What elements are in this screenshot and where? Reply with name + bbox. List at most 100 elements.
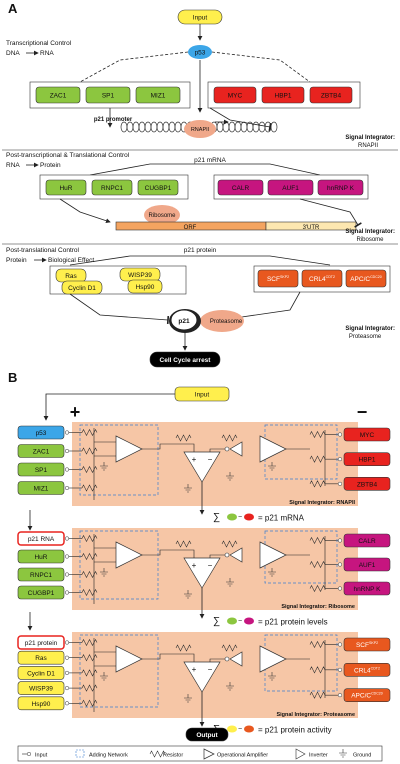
ground — [268, 568, 276, 577]
op-amp — [115, 645, 143, 673]
resistor — [81, 428, 98, 437]
proteasome-label: Proteasome — [210, 319, 243, 325]
left-node: WISP39 — [17, 681, 65, 695]
node-label: HuR — [34, 554, 47, 561]
sum-term — [227, 617, 237, 625]
stabilizer-node: Hsp90 — [127, 279, 163, 294]
wire — [142, 443, 195, 452]
right-node: APC/CCDC20 — [343, 688, 391, 702]
repressor-node: hnRNP K — [317, 179, 364, 196]
node-shape — [85, 86, 131, 104]
node-label: SP1 — [35, 467, 48, 474]
legend-inverter-icon — [295, 748, 306, 760]
ground — [268, 672, 276, 681]
node-shape — [343, 427, 391, 442]
resistor — [309, 691, 326, 699]
circuit-background — [72, 422, 358, 506]
node-label: Ras — [65, 273, 77, 280]
activator-arrow — [59, 198, 111, 224]
node-shape — [343, 452, 391, 466]
proteasome-blob — [200, 310, 244, 332]
resistor — [149, 750, 166, 758]
sum-minus: − — [238, 514, 242, 521]
input-node: Input — [174, 386, 230, 402]
node-shape — [217, 179, 264, 196]
resistor — [175, 540, 192, 548]
op-amp — [115, 435, 143, 463]
input-node: Input — [177, 9, 223, 25]
dna-coil — [132, 121, 140, 133]
op-amp — [203, 748, 215, 760]
repressor-node: ZBTB4 — [309, 86, 353, 104]
inverter — [229, 547, 243, 563]
inverter-bubble — [224, 656, 230, 662]
integrator-label: Signal Integrator: — [345, 229, 395, 235]
sum-result: = p21 mRNA — [258, 514, 305, 523]
dna-coil — [240, 121, 248, 133]
amp-sign: + — [192, 665, 197, 674]
flow-to: Protein — [40, 162, 61, 169]
input-terminal — [337, 667, 343, 672]
node-shape — [343, 581, 391, 596]
resistor — [81, 684, 98, 692]
input-terminal — [337, 481, 343, 486]
input-terminal — [64, 686, 70, 691]
node-label: CUGBP1 — [145, 185, 172, 192]
resistor — [81, 669, 98, 677]
dna-coil — [174, 121, 182, 133]
node-shape — [45, 179, 87, 196]
flow-from: Protein — [6, 257, 27, 264]
sum-result: = p21 protein activity — [258, 726, 332, 735]
sigma: ∑ — [213, 616, 220, 627]
protein-span — [69, 255, 331, 266]
node-label: Input — [193, 15, 208, 22]
input-terminal — [337, 457, 343, 462]
activator-node: HuR — [45, 179, 87, 196]
node-shape — [17, 696, 65, 711]
output-node: Cell Cycle arrest — [149, 351, 221, 368]
node-label: hnRNP K — [327, 185, 355, 192]
integrator-name: RNAPII — [358, 143, 378, 149]
right-node: HBP1 — [343, 452, 391, 466]
node-label: Input — [195, 392, 210, 399]
resistor — [309, 560, 326, 569]
input-terminal — [64, 670, 70, 675]
node-label: CUGBP1 — [28, 590, 55, 597]
repressor-node: HBP1 — [261, 86, 305, 104]
summing-amp — [183, 557, 221, 589]
op-amp — [259, 435, 287, 463]
node-shape — [301, 269, 343, 288]
node-label: ZAC1 — [50, 93, 67, 100]
legend-frame — [17, 745, 383, 762]
mrna-span — [89, 163, 321, 176]
summing-amp — [183, 661, 221, 693]
sum-result: = p21 protein levels — [258, 618, 328, 627]
ribosome-blob — [144, 205, 180, 225]
dna-coil — [228, 121, 236, 133]
input-terminal — [64, 485, 70, 491]
node-label: p21 RNA — [28, 536, 55, 543]
plus-sign: + — [70, 402, 81, 422]
p53-label: p53 — [195, 50, 206, 57]
activator-node: SP1 — [85, 86, 131, 104]
ground — [184, 694, 192, 703]
dna-coil — [138, 121, 146, 133]
input-terminal — [64, 572, 70, 577]
resistor — [81, 570, 98, 579]
node-shape — [185, 727, 229, 742]
node-label: hnRNP K — [354, 586, 382, 593]
dna-coil — [270, 121, 278, 133]
amp-sign: − — [208, 455, 213, 464]
legend-label: Ground — [353, 753, 371, 759]
legend-label: Input — [35, 753, 48, 759]
p21-ball — [170, 309, 198, 331]
ground — [100, 672, 108, 681]
node-label: Cell Cycle arrest — [160, 357, 212, 364]
node-label: AUF1 — [282, 185, 299, 192]
section-title: Transcriptional Control — [6, 40, 72, 47]
legend-label: Resistor — [163, 753, 183, 759]
sum-minus: − — [238, 618, 242, 625]
node-label: p21 protein — [25, 640, 58, 647]
panel-b: BInput+−p53ZAC1SP1MIZ1MYCHBP1ZBTB4+−Sign… — [8, 370, 391, 762]
